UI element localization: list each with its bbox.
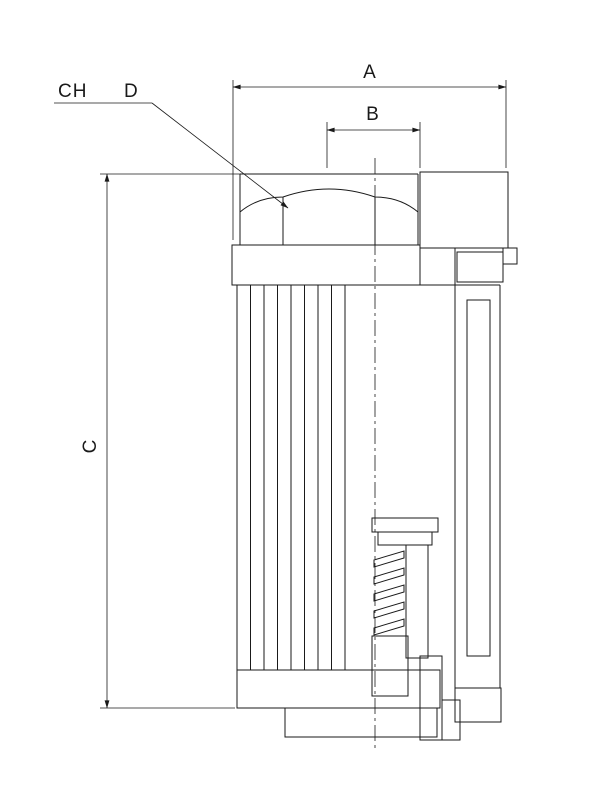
bottom-end-cap — [236, 669, 441, 738]
hex-callout: CH D — [54, 81, 289, 209]
dim-label-c: C — [80, 439, 101, 454]
wrench-size-label: CH — [58, 81, 87, 102]
mounting-flange — [231, 244, 421, 286]
spring-coil — [373, 584, 405, 602]
filter-pleats — [236, 285, 346, 670]
bottom-seal — [454, 687, 502, 723]
support-tube — [454, 284, 501, 688]
leader-line — [151, 102, 289, 209]
inner-sleeve — [405, 544, 429, 659]
hex-head — [239, 173, 419, 245]
dimension-a: A — [232, 62, 507, 240]
spring-coil — [373, 601, 405, 619]
dimension-b: B — [326, 104, 421, 168]
top-seal — [456, 251, 504, 283]
cap-section-step — [419, 247, 456, 286]
dimension-c: C — [80, 173, 248, 709]
cap-lip — [502, 247, 518, 265]
dim-label-a: A — [363, 62, 377, 83]
elastomer-seal — [371, 635, 409, 697]
dim-label-b: B — [366, 104, 380, 125]
dim-label-d: D — [124, 81, 139, 102]
spring-coil — [373, 550, 405, 568]
mesh-screen — [466, 299, 491, 657]
spring-coil — [373, 618, 405, 636]
cap-section-block — [419, 171, 509, 249]
housing-cap-section — [419, 171, 518, 286]
spring-coil — [373, 567, 405, 585]
bypass-spring-assembly — [371, 517, 439, 697]
bottom-housing-section — [419, 655, 502, 741]
